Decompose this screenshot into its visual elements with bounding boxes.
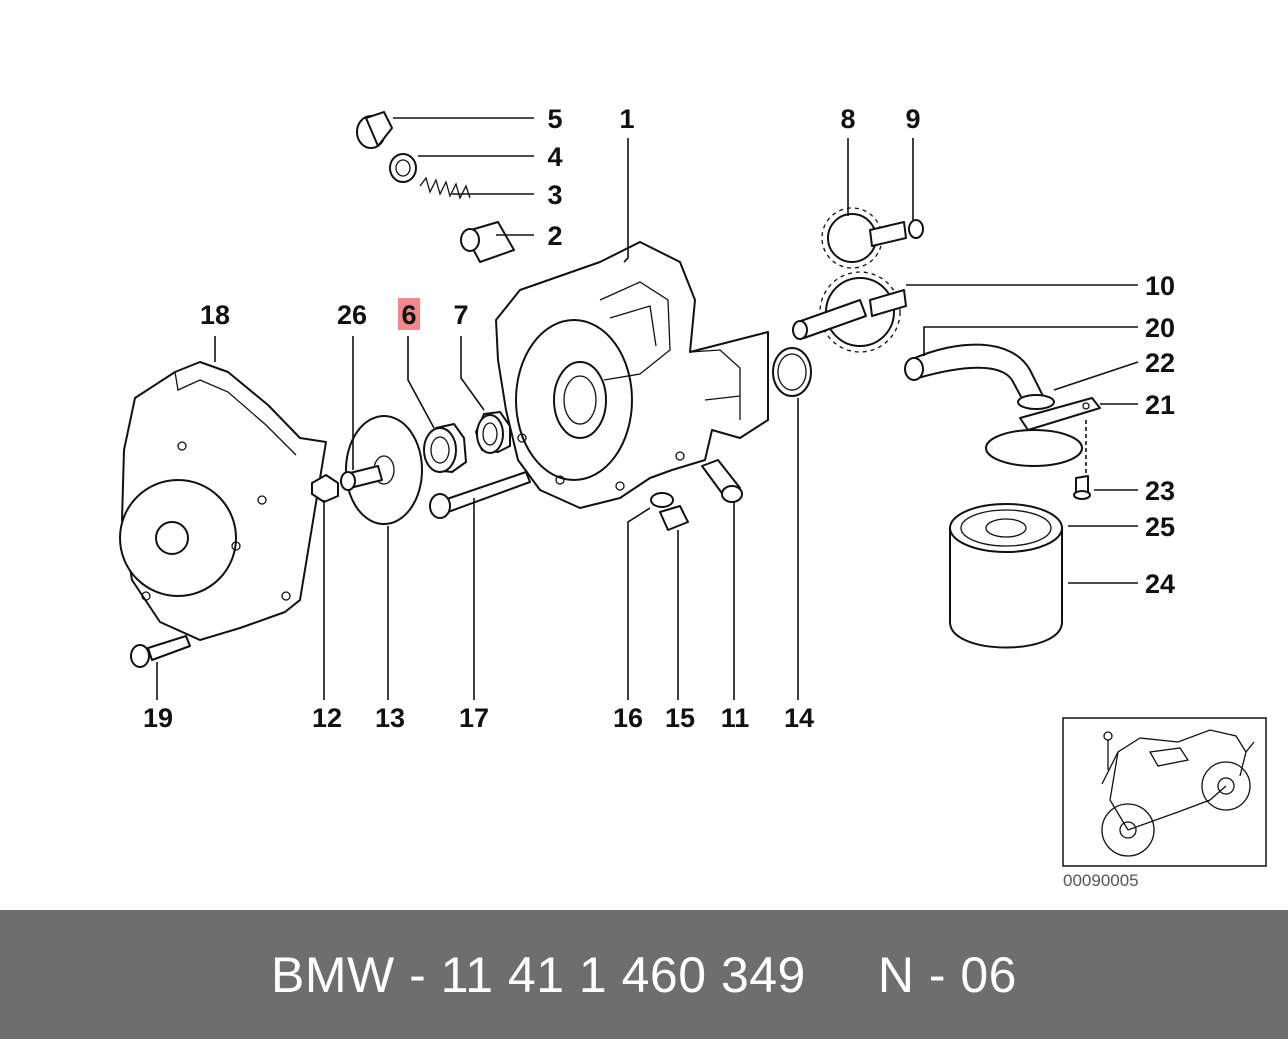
plug-15-part xyxy=(659,505,689,531)
callout-24: 24 xyxy=(1145,569,1175,599)
plug-5-part xyxy=(356,111,393,149)
spring-3-part xyxy=(419,176,471,200)
callout-6: 6 xyxy=(401,300,416,330)
seal-7-part xyxy=(475,411,511,454)
callout-23: 23 xyxy=(1145,476,1175,506)
callout-13: 13 xyxy=(375,703,405,733)
motorcycle-thumbnail-icon xyxy=(1062,717,1267,867)
nut-12-part xyxy=(311,474,339,503)
footer-bar: BMW - 11 41 1 460 349 N - 06 xyxy=(0,910,1288,1039)
callout-1: 1 xyxy=(619,104,634,134)
gear-8-part xyxy=(821,207,907,269)
callout-12: 12 xyxy=(312,703,342,733)
callout-2: 2 xyxy=(547,221,562,251)
washer-4-part xyxy=(389,153,417,183)
callout-25: 25 xyxy=(1145,512,1175,542)
callout-20: 20 xyxy=(1145,313,1175,343)
bracket-21-part xyxy=(985,397,1101,467)
callout-21: 21 xyxy=(1145,390,1175,420)
oil-filter-24-part xyxy=(949,503,1063,649)
housing-part xyxy=(495,241,769,509)
bolt-19-part xyxy=(130,635,191,668)
leader-lines xyxy=(156,117,1139,700)
disc-13-part xyxy=(340,415,423,525)
clamp-22-part xyxy=(1017,394,1055,410)
callout-14: 14 xyxy=(784,703,814,733)
callout-19: 19 xyxy=(143,703,173,733)
callout-3: 3 xyxy=(547,180,562,210)
callout-4: 4 xyxy=(547,142,562,172)
part-number-text: BMW - 11 41 1 460 349 N - 06 xyxy=(271,946,1017,1003)
parts-diagram: 1 2 3 4 5 6 7 8 9 10 11 12 13 14 15 16 1… xyxy=(119,104,1267,890)
callout-9: 9 xyxy=(905,104,920,134)
bolt-17-part xyxy=(429,471,531,519)
callout-10: 10 xyxy=(1145,271,1175,301)
callout-8: 8 xyxy=(840,104,855,134)
callout-18: 18 xyxy=(200,300,230,330)
callout-labels: 1 2 3 4 5 6 7 8 9 10 11 12 13 14 15 16 1… xyxy=(143,104,1175,733)
engine-cover-part xyxy=(119,361,327,641)
oring-14-part xyxy=(772,347,812,397)
gear-10-part xyxy=(792,271,907,353)
callout-16: 16 xyxy=(613,703,643,733)
callout-7: 7 xyxy=(453,300,468,330)
washer-9-part xyxy=(908,219,924,239)
callout-11: 11 xyxy=(721,703,750,733)
ring-6-part xyxy=(423,423,467,473)
callout-22: 22 xyxy=(1145,348,1175,378)
callout-15: 15 xyxy=(665,703,695,733)
callout-5: 5 xyxy=(547,104,562,134)
reference-code: 00090005 xyxy=(1063,871,1139,890)
fitting-11-part xyxy=(701,459,743,503)
highlight-box xyxy=(398,298,420,330)
sleeve-2-part xyxy=(460,221,515,263)
callout-17: 17 xyxy=(459,703,489,733)
callout-26: 26 xyxy=(337,300,367,330)
washer-16-part xyxy=(650,492,674,508)
screw-23-part xyxy=(1073,475,1091,500)
